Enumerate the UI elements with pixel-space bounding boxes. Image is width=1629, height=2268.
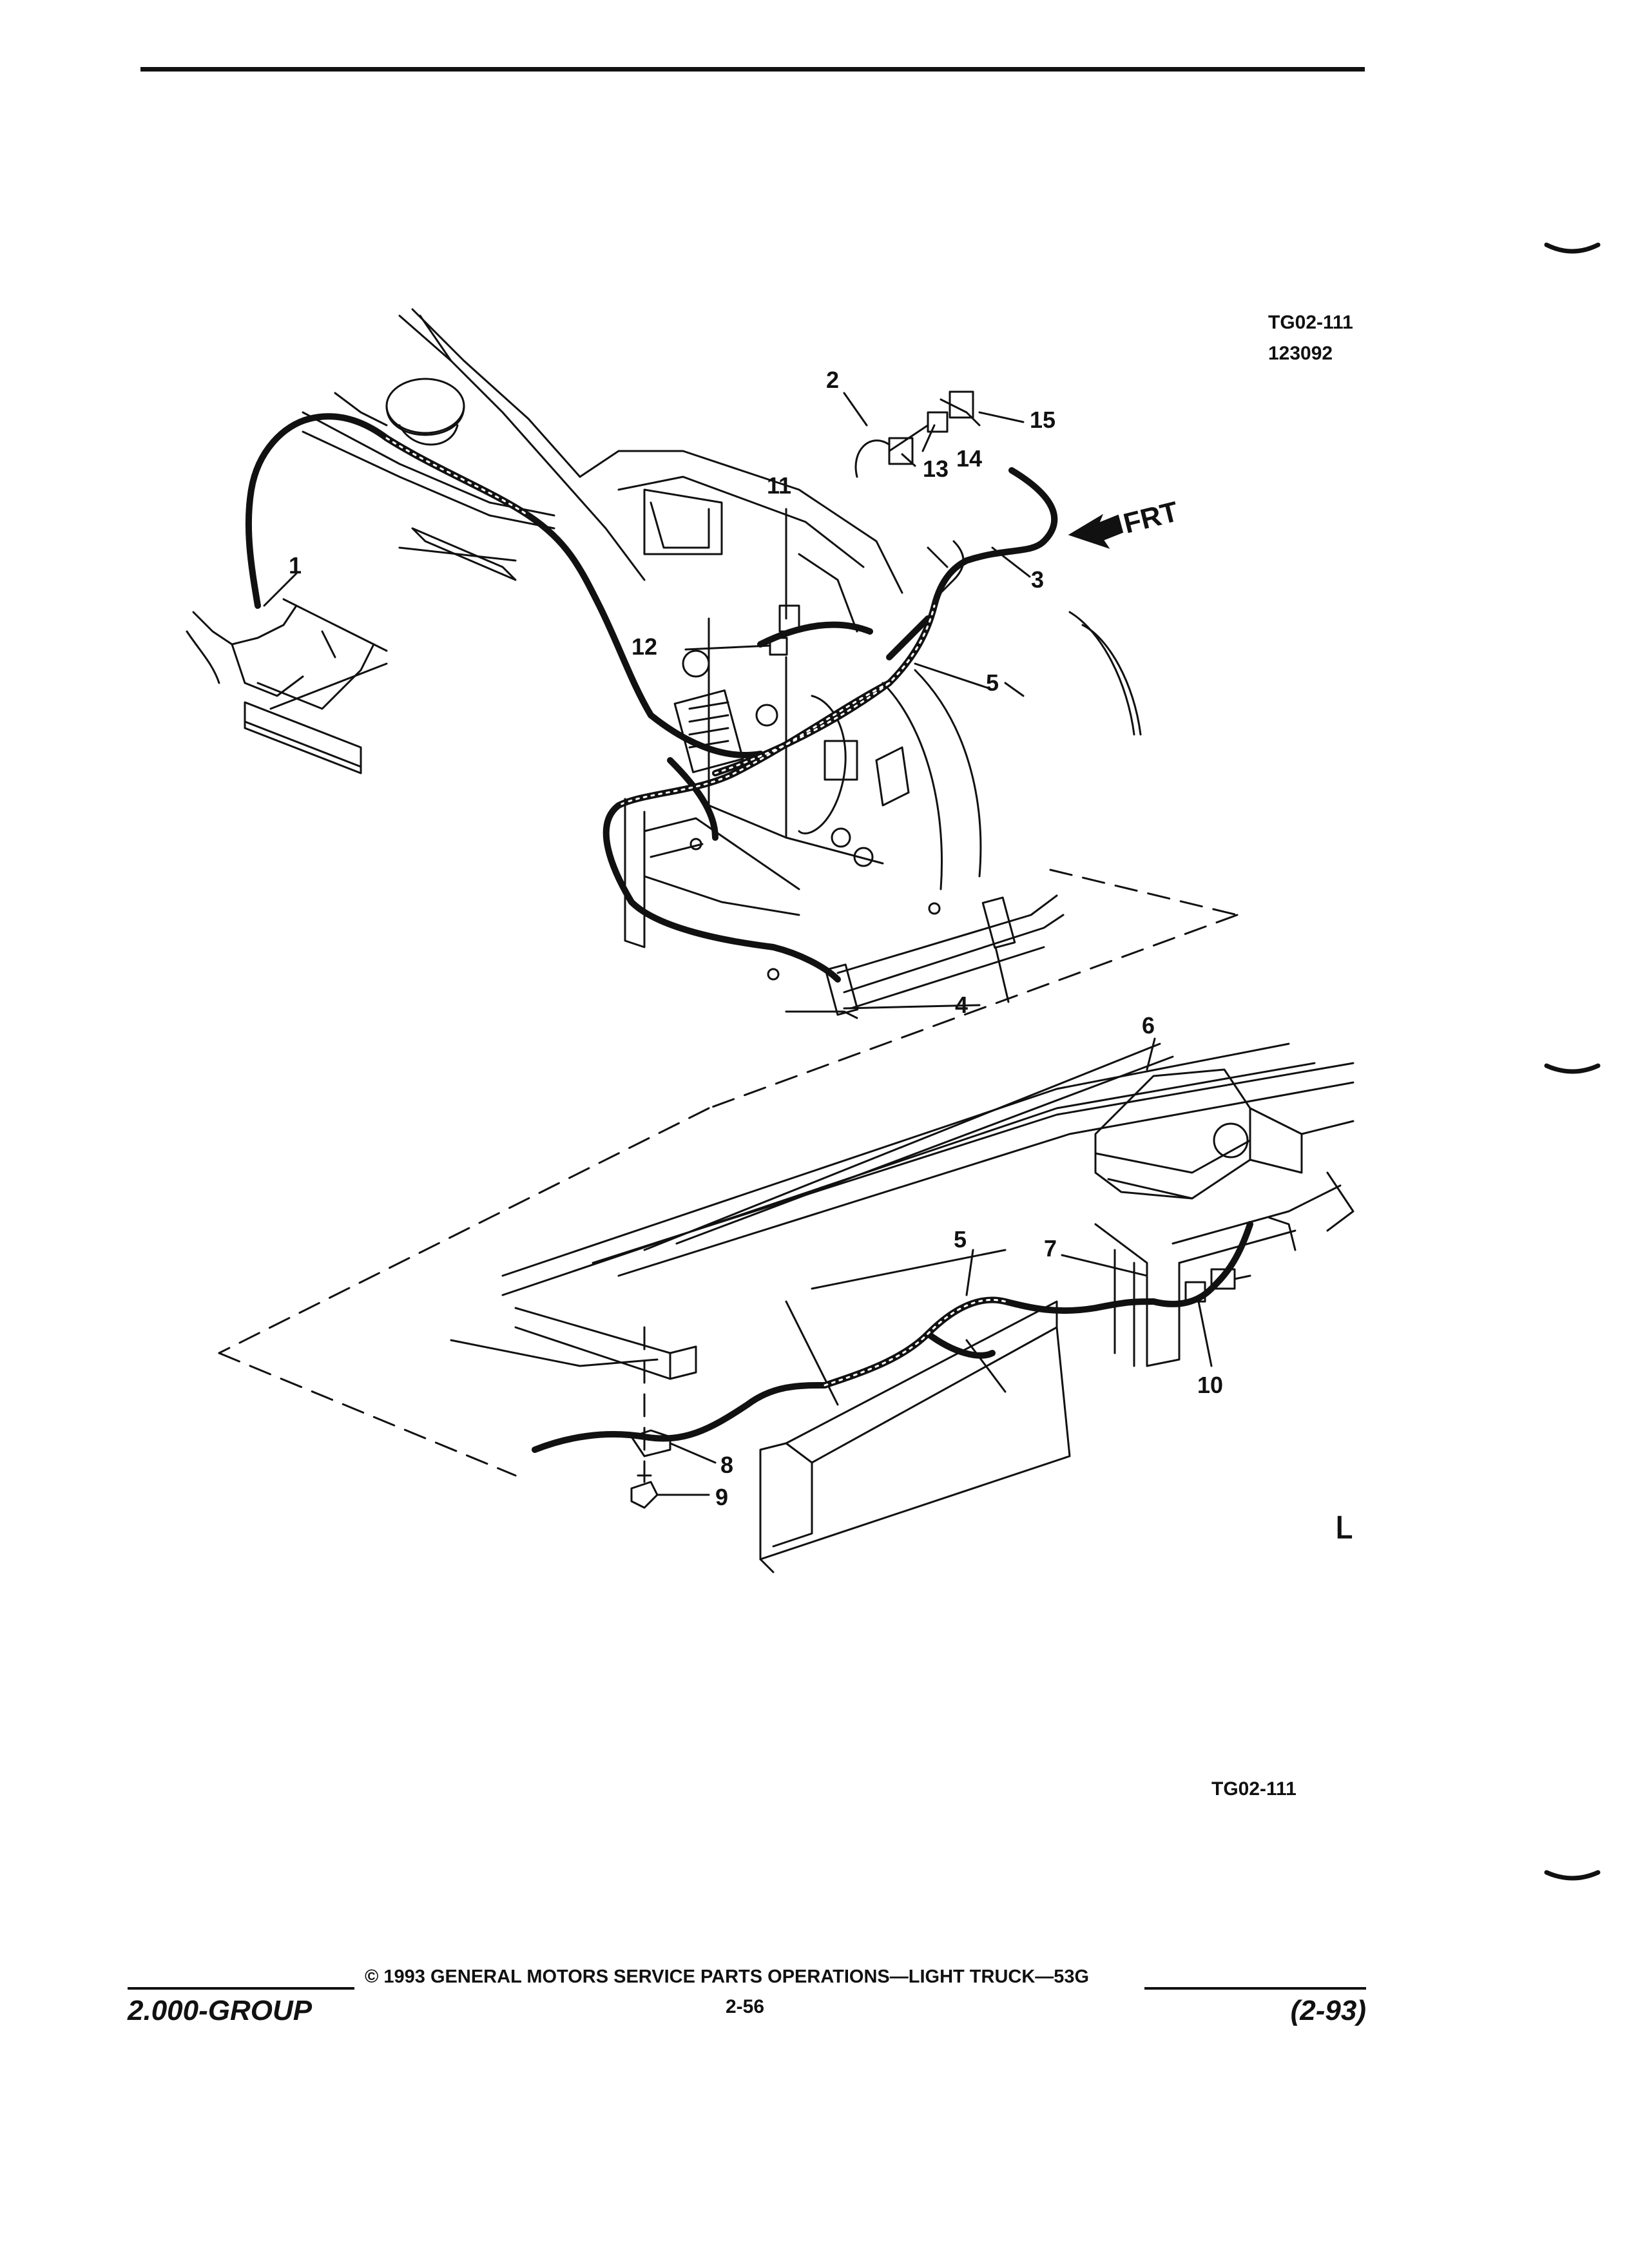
callout-2: 2 <box>826 367 839 393</box>
footer-revision: (2-93) <box>1290 1995 1366 2026</box>
callout-8: 8 <box>720 1452 733 1478</box>
ground-clip-3 <box>927 540 965 594</box>
wiring-harness-upper <box>245 413 1058 983</box>
relay-connector-13-14-15 <box>854 390 981 478</box>
footer-page-number: 2-56 <box>726 1996 765 2017</box>
frame-bracket-upper <box>624 798 941 948</box>
callout-1: 1 <box>289 552 302 579</box>
harness-lower-stripes <box>824 1298 1007 1387</box>
brake-lines-clip-4 <box>767 894 1065 1019</box>
callout-4: 4 <box>955 992 968 1018</box>
callout-12: 12 <box>631 633 657 660</box>
top-rule <box>140 67 1365 72</box>
front-arrow-icon <box>1068 514 1124 549</box>
left-engine-component <box>186 598 388 774</box>
dashed-reference-plane <box>218 869 1239 1483</box>
frame-rails-lower <box>450 1043 1354 1380</box>
callout-11: 11 <box>767 472 791 499</box>
binding-mark-bottom <box>1544 1870 1601 1881</box>
callout-15: 15 <box>1030 407 1055 433</box>
firewall-structure <box>398 308 1142 890</box>
callout-6: 6 <box>1142 1012 1155 1039</box>
connector-10 <box>1184 1268 1251 1303</box>
front-direction-label: FRT <box>1121 495 1182 539</box>
footer-rule-right <box>1144 1987 1366 1990</box>
radiator-coolant-reservoir <box>302 314 555 581</box>
harness-wrap-stripes <box>385 437 936 807</box>
date-code: 123092 <box>1268 343 1333 364</box>
callout-13: 13 <box>923 456 949 482</box>
callout-10: 10 <box>1197 1372 1223 1398</box>
callout-7: 7 <box>1044 1235 1057 1262</box>
binding-mark-top <box>1544 242 1601 254</box>
binding-mark-middle <box>1544 1063 1601 1074</box>
callout-5-lower: 5 <box>954 1226 967 1253</box>
module-6 <box>1094 1068 1354 1251</box>
corner-mark: ᒪ <box>1335 1511 1352 1544</box>
connector-block <box>673 689 744 773</box>
callout-3: 3 <box>1031 566 1044 593</box>
figure-footer-code: TG02-111 <box>1211 1778 1296 1800</box>
footer-group: 2.000-GROUP <box>128 1995 313 2026</box>
crossmember-7 <box>1094 1184 1342 1367</box>
callout-5-upper: 5 <box>986 669 999 696</box>
clip-8-bolt-9 <box>630 1429 671 1509</box>
footer-copyright: © 1993 GENERAL MOTORS SERVICE PARTS OPER… <box>365 1966 1090 1987</box>
callout-9: 9 <box>715 1484 728 1510</box>
wiring-harness-lower <box>532 1221 1253 1453</box>
leader-lines <box>263 392 1213 1496</box>
callout-14: 14 <box>956 445 982 472</box>
figure-code: TG02-111 <box>1268 312 1353 333</box>
fuel-tank <box>759 1249 1071 1573</box>
footer-rule-left <box>128 1987 354 1990</box>
